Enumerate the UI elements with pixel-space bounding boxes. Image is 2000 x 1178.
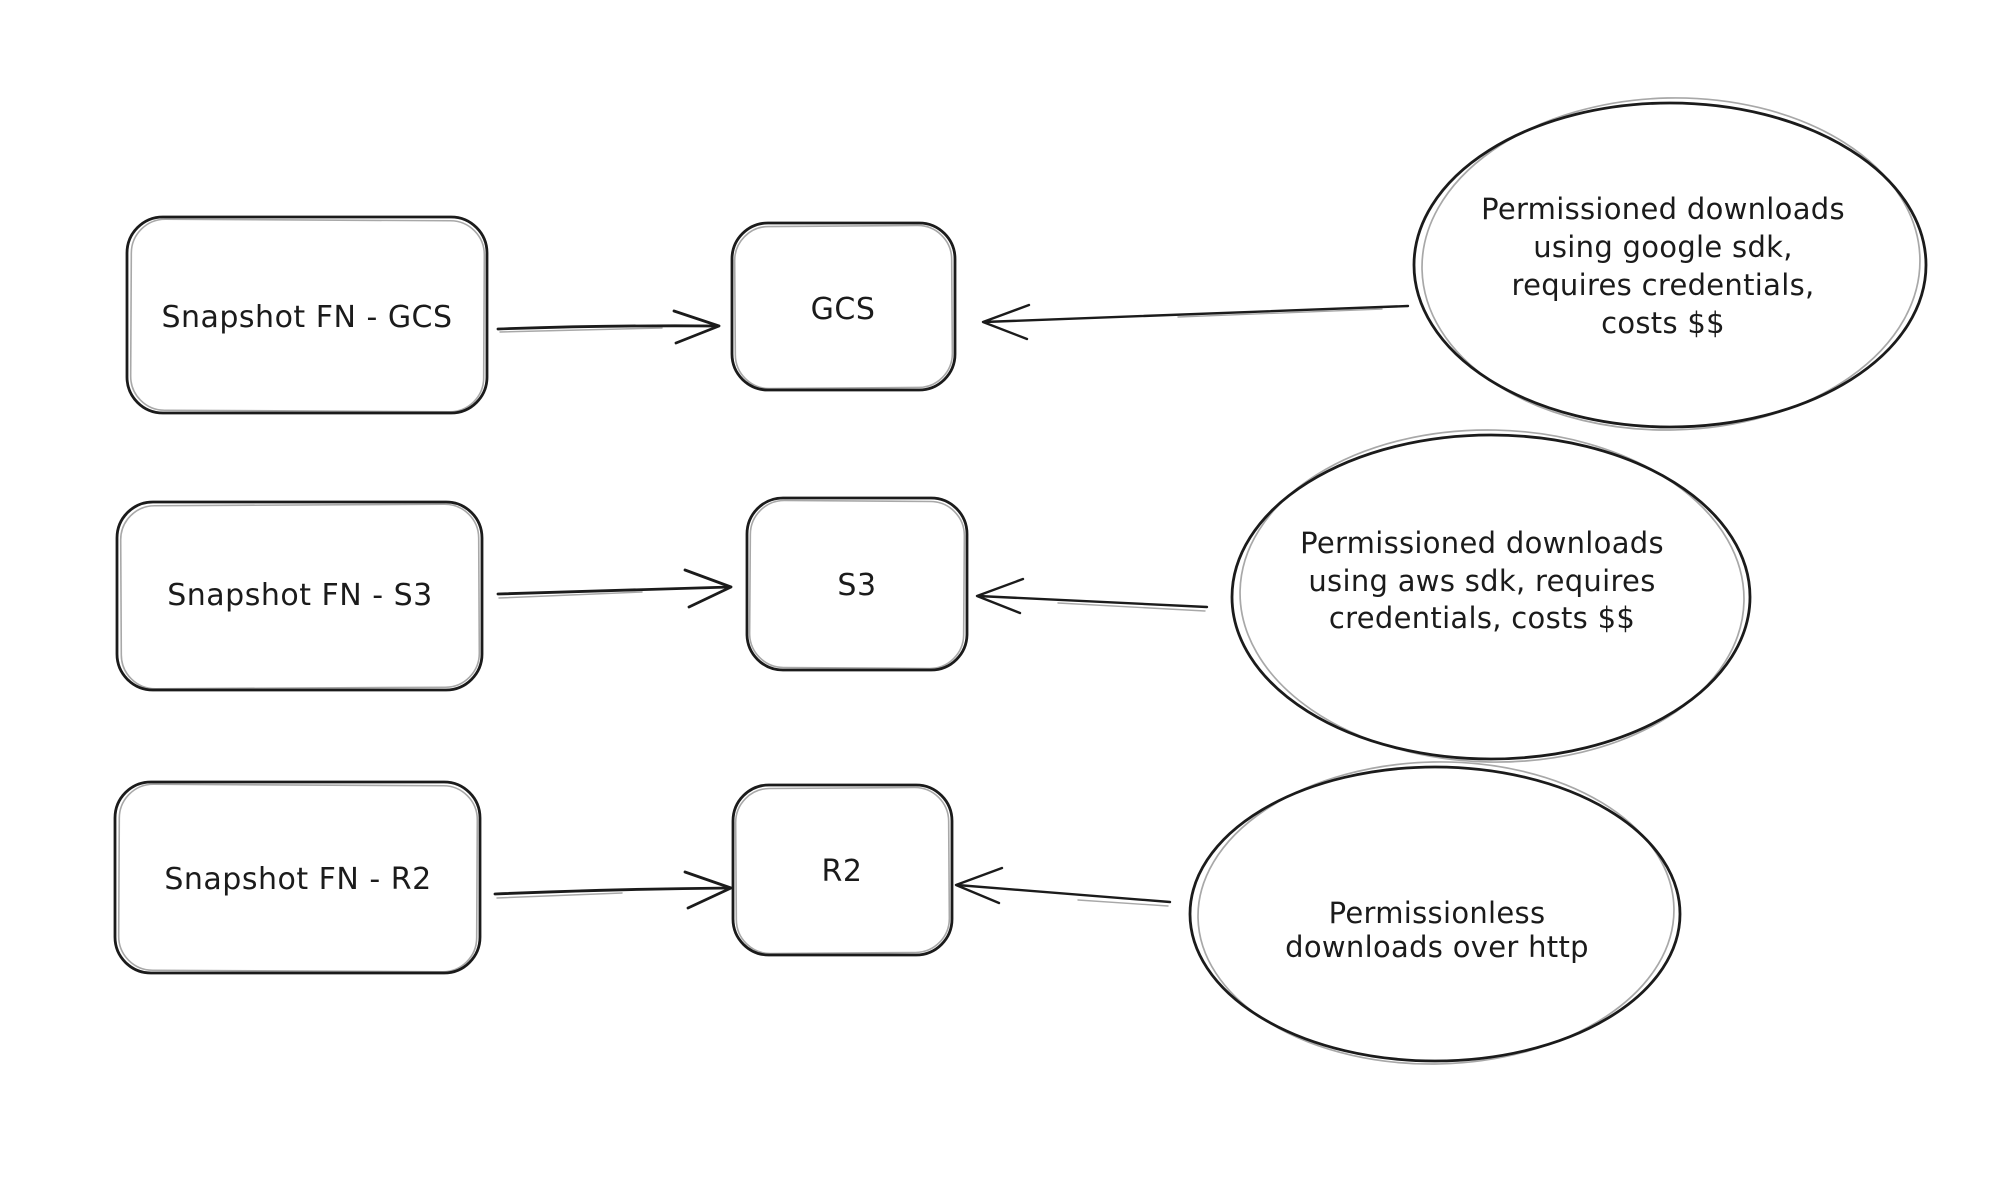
note-text-line: costs $$ xyxy=(1601,306,1725,340)
arrow-shaft-echo xyxy=(499,327,663,333)
note-text-line: Permissionless xyxy=(1329,896,1546,930)
note-ellipse-gcs: Permissioned downloads using google sdk,… xyxy=(1412,97,1928,431)
flow-row-r2: Snapshot FN - R2 R2 Permissionless downl… xyxy=(113,761,1682,1065)
note-arrow-gcs xyxy=(981,303,1410,341)
arrow-shaft xyxy=(982,304,1410,324)
source-box-s3: Snapshot FN - S3 xyxy=(115,500,484,692)
note-text-line: using google sdk, xyxy=(1533,230,1793,264)
note-text-line: Permissioned downloads xyxy=(1481,192,1845,226)
note-text-line: downloads over http xyxy=(1285,930,1589,964)
arrow-shaft xyxy=(955,883,1172,904)
source-box-r2: Snapshot FN - R2 xyxy=(113,780,482,975)
arrow-head xyxy=(975,577,1025,615)
arrow-shaft xyxy=(496,585,732,596)
target-label-s3: S3 xyxy=(837,568,876,603)
arrow-source-to-s3 xyxy=(496,568,733,609)
note-text-line: requires credentials, xyxy=(1511,268,1814,302)
source-label-r2: Snapshot FN - R2 xyxy=(164,862,431,897)
note-text-line: using aws sdk, requires xyxy=(1308,564,1655,598)
arrow-shaft-echo xyxy=(1077,899,1169,907)
source-label-gcs: Snapshot FN - GCS xyxy=(161,300,452,335)
arrow-shaft-echo xyxy=(1177,308,1383,318)
arrow-head xyxy=(683,870,733,910)
target-box-gcs: GCS xyxy=(730,221,957,392)
note-ellipse-s3: Permissioned downloads using aws sdk, re… xyxy=(1230,429,1752,763)
flow-row-s3: Snapshot FN - S3 S3 Permissioned downloa… xyxy=(115,429,1752,763)
arrow-head xyxy=(981,303,1031,341)
target-box-r2: R2 xyxy=(731,783,954,957)
arrow-shaft xyxy=(976,594,1209,609)
flow-row-gcs: Snapshot FN - GCS GCS Permissioned downl… xyxy=(125,97,1928,431)
note-ellipse-r2: Permissionless downloads over http xyxy=(1188,761,1682,1065)
arrow-head xyxy=(672,309,721,345)
arrow-shaft xyxy=(493,886,732,896)
arrow-shaft-echo xyxy=(496,892,623,899)
target-label-gcs: GCS xyxy=(811,292,876,327)
arrow-shaft-echo xyxy=(498,591,643,599)
target-box-s3: S3 xyxy=(745,496,969,672)
note-arrow-s3 xyxy=(975,577,1209,615)
target-label-r2: R2 xyxy=(822,854,863,889)
arrow-source-to-gcs xyxy=(496,309,721,345)
arrow-head xyxy=(683,568,733,609)
arrow-source-to-r2 xyxy=(493,870,733,910)
note-arrow-r2 xyxy=(954,866,1172,907)
note-text-line: credentials, costs $$ xyxy=(1329,601,1635,635)
source-label-s3: Snapshot FN - S3 xyxy=(167,578,433,613)
source-box-gcs: Snapshot FN - GCS xyxy=(125,215,489,415)
note-text-line: Permissioned downloads xyxy=(1300,526,1664,560)
arrow-shaft-echo xyxy=(1057,602,1206,612)
arrow-head xyxy=(954,866,1004,905)
arrow-shaft xyxy=(496,324,720,331)
